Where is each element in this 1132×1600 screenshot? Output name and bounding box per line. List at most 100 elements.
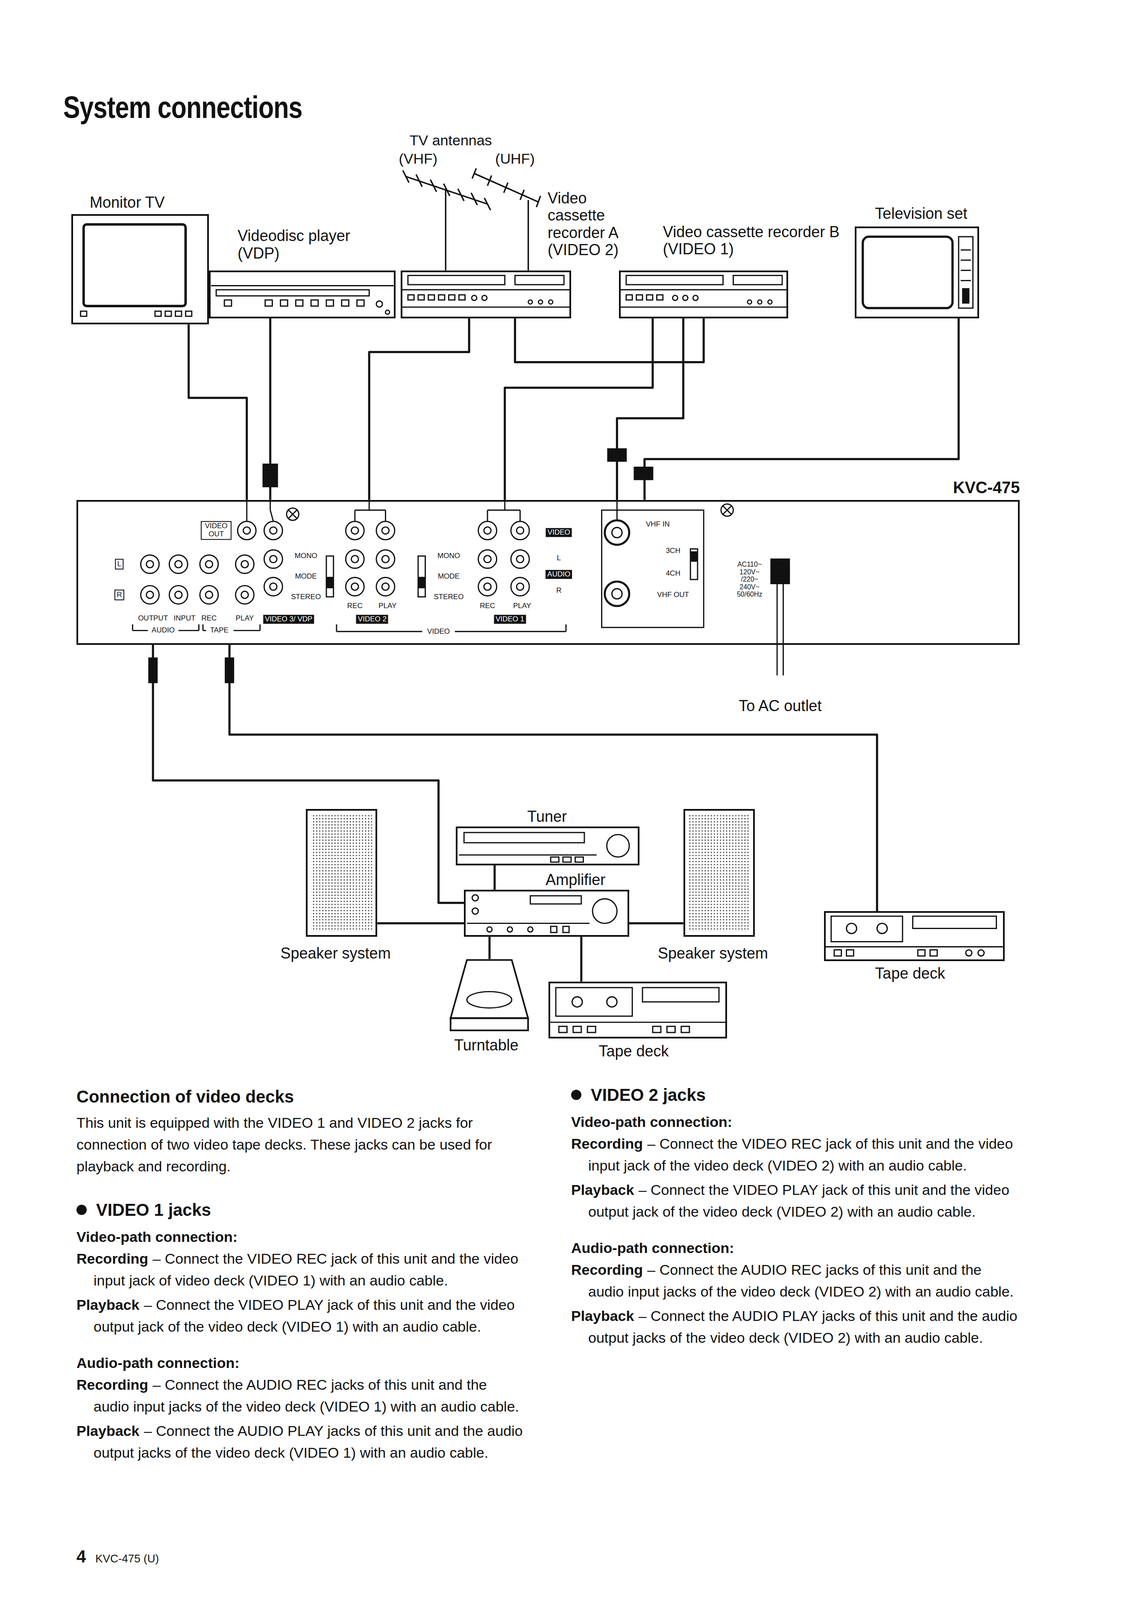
antenna-drawing [402,170,409,183]
body-text: Recording [571,1134,643,1152]
vhf-section [611,527,622,538]
videodisc-player-drawing [224,299,232,306]
panel-jack [345,521,364,540]
group-bracket [202,629,206,631]
panel-jack [478,521,497,540]
tape-deck-drawing [573,1026,582,1033]
text-block: Playback– Connect the AUDIO PLAY jacks o… [76,1419,525,1464]
panel-jack [516,526,524,534]
antenna-drawing [472,168,477,179]
group-bracket [198,624,200,631]
panel-label: VIDEO [545,527,572,537]
panel-jack [351,555,359,563]
antenna-drawing [457,188,464,202]
body-text: Audio-path connection: [76,1354,240,1371]
videodisc-player-drawing [310,299,319,306]
mode-switch [690,548,698,580]
panel-label: AUDIO [151,626,175,635]
mode-switch [419,577,425,588]
vcr-a-drawing [438,294,445,300]
device-box: Video cassette recorder A (VIDEO 2) [400,270,572,319]
cable [188,324,247,500]
text-block: Recording– Connect the AUDIO REC jacks o… [571,1258,1020,1303]
panel-jack [510,521,530,540]
mode-switch [326,548,698,597]
body-text: Playback [571,1181,634,1198]
panel-lead [384,510,387,522]
panel-jack [381,526,390,534]
turntable-platter [466,991,512,1008]
vcr-b-drawing [768,299,773,305]
vhf-section [611,588,622,599]
text-block: Playback– Connect the VIDEO PLAY jack of… [76,1293,525,1338]
device-box: Videodisc player (VDP) [208,270,396,319]
amplifier-drawing [550,926,557,933]
device-label: Tuner [527,807,567,825]
panel-label: MODE [295,572,317,581]
panel-jack [146,560,154,568]
tuner-drawing [458,832,630,862]
body-text: VIDEO 1 jacks [96,1199,212,1219]
panel-label: PLAY [235,613,254,622]
panel-screw [288,510,297,519]
panel-label: L [115,558,124,570]
panel-lead [246,499,618,522]
body-text: Connection of video decks [76,1086,294,1106]
panel-jack [174,560,182,568]
text-block: This unit is equipped with the VIDEO 1 a… [76,1111,525,1177]
amplifier-drawing [486,926,493,932]
panel-screw [288,510,297,519]
cable [504,318,653,500]
panel-label: 4CH [665,568,681,578]
rca-plug [149,448,653,683]
panel-jack [169,585,188,604]
group-bracket [132,624,566,632]
panel-jack [478,549,497,569]
videodisc-player-drawing [341,299,349,306]
body-text: Video-path connection: [571,1113,733,1130]
body-text: – Connect the AUDIO REC jacks of this un… [588,1261,1014,1300]
group-bracket [233,629,261,631]
tape-deck-drawing [555,987,633,1016]
text-block: VIDEO 1 jacks [76,1198,525,1221]
body-text: Playback [76,1296,140,1313]
vcr-b-drawing [672,295,678,301]
panel-jack [174,590,182,599]
panel-jack [169,554,188,574]
vcr-b-drawing [757,299,763,305]
device-label: Speaker system [657,944,769,962]
antenna-drawing [527,199,529,271]
body-text: Recording [76,1249,149,1267]
body-text: Recording [76,1375,149,1393]
panel-label: VIDEO [427,627,450,636]
cable [644,318,959,500]
panel-jack [243,526,251,534]
device-box: Tape deck [824,910,1005,961]
mode-switch [418,555,426,597]
cable [580,936,583,982]
text-block: Recording– Connect the VIDEO REC jack of… [571,1132,1020,1176]
text-block: 4KVC-475 (U) [76,1545,525,1567]
panel-jack [345,549,364,569]
panel-label: (UHF) [495,151,535,168]
videodisc-player-drawing [211,285,394,314]
panel-jack [483,526,492,534]
text-block: Playback– Connect the VIDEO PLAY jack of… [571,1178,1020,1223]
vcr-a-drawing [400,275,572,308]
turntable-outline [450,959,528,1018]
body-text: KVC-475 (U) [95,1551,159,1565]
amplifier-drawing [527,926,533,932]
vhf-section [601,510,704,628]
television-set-drawing [960,259,971,261]
turntable-outline [448,958,531,1033]
monitor-tv-drawing [80,310,87,317]
bullet-dot [76,1204,87,1215]
body-text: Playback [76,1422,140,1439]
panel-jack [269,526,277,534]
text-column: VIDEO 2 jacksVideo-path connection:Recor… [571,1083,1020,1351]
tape-deck-drawing [846,923,857,934]
ac-cord [776,583,778,676]
group-bracket [132,629,148,631]
amplifier-drawing [472,907,479,914]
